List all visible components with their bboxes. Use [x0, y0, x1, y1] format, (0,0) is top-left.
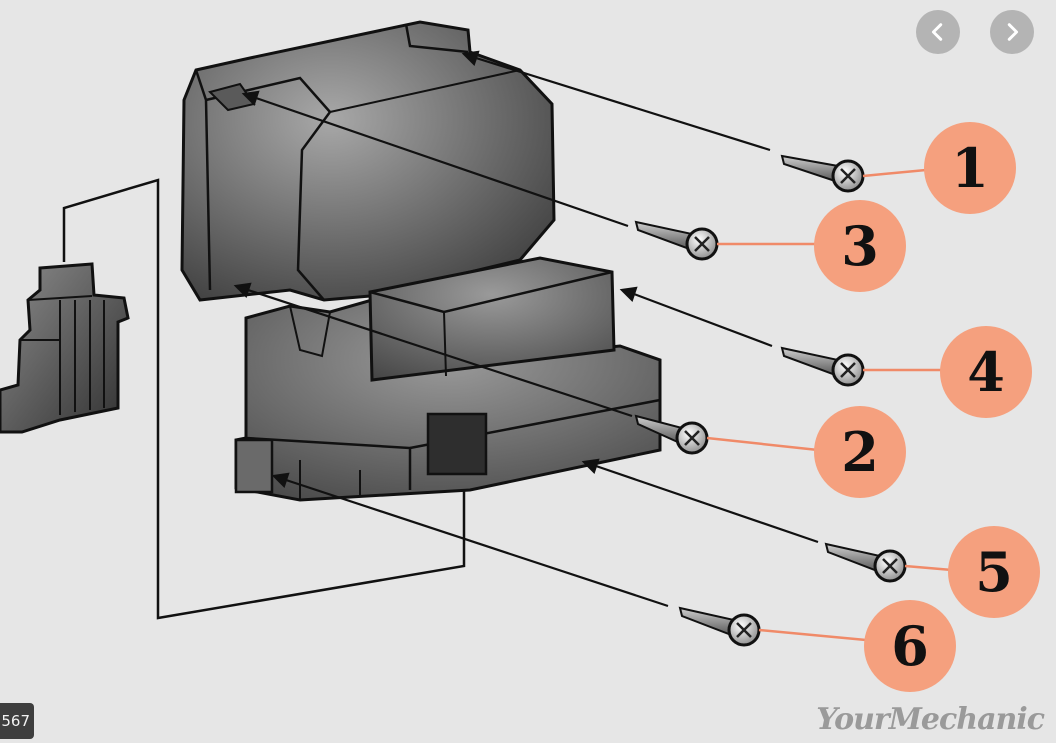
- callout-label: 6: [891, 614, 929, 678]
- upper-housing: [180, 20, 556, 302]
- callout-2: 2: [814, 406, 906, 498]
- callout-label: 3: [841, 214, 879, 278]
- callout-1: 1: [924, 122, 1016, 214]
- callout-leaders: [706, 168, 953, 642]
- screw-6: [678, 606, 761, 647]
- screw-1: [780, 154, 865, 193]
- callout-label: 5: [975, 540, 1013, 604]
- bracket-part: [0, 262, 130, 434]
- screw-4: [780, 346, 865, 387]
- callout-label: 4: [967, 340, 1005, 404]
- callout-label: 2: [841, 420, 879, 484]
- watermark-logo: YourMechanic: [816, 702, 1045, 737]
- prev-button[interactable]: [916, 10, 960, 54]
- arrow-lines: [233, 50, 819, 608]
- next-button[interactable]: [990, 10, 1034, 54]
- screw-2: [634, 414, 709, 455]
- callout-6: 6: [864, 600, 956, 692]
- chevron-left-icon: [931, 23, 943, 41]
- chevron-right-icon: [1007, 23, 1019, 41]
- screw-3: [634, 220, 719, 261]
- callout-4: 4: [940, 326, 1032, 418]
- screw-5: [824, 542, 907, 583]
- lower-housing: [234, 298, 662, 502]
- callout-3: 3: [814, 200, 906, 292]
- image-counter: 567: [0, 703, 34, 739]
- callout-5: 5: [948, 526, 1040, 618]
- callout-label: 1: [951, 136, 989, 200]
